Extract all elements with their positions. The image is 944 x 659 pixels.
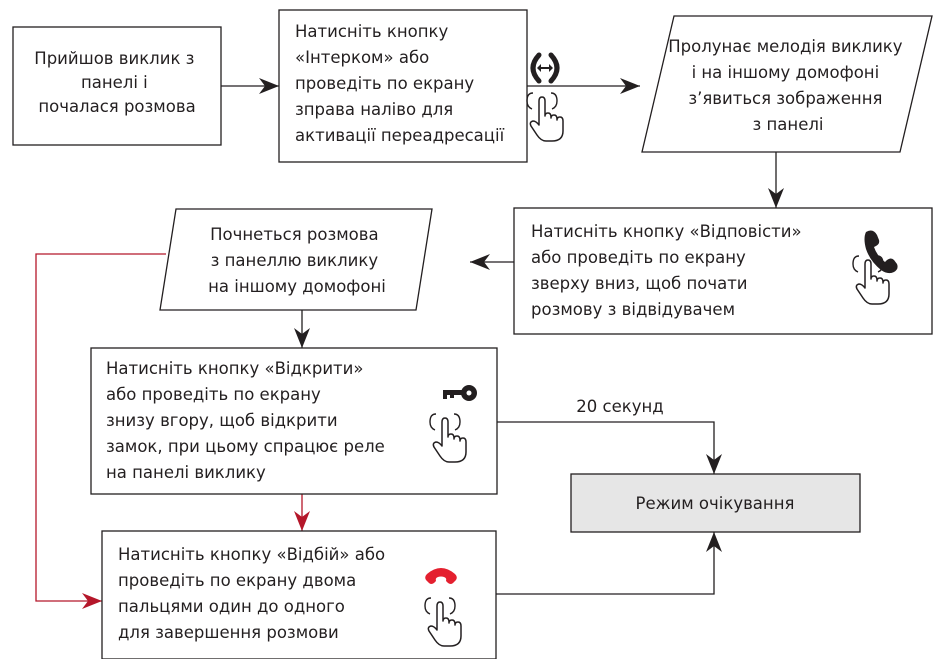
node-open: Натисніть кнопку «Відкрити» або проведіт…: [90, 347, 498, 495]
node-hangup: Натисніть кнопку «Відбій» або проведіть …: [101, 530, 497, 659]
edge-conversation-to-hangup: [35, 253, 166, 609]
node-call-start: Прийшов виклик з панелі і почалася розмо…: [12, 26, 222, 146]
edges: [35, 78, 784, 609]
node-call-start-text: Прийшов виклик з панелі і почалася розмо…: [34, 49, 199, 116]
node-answer: Натисніть кнопку «Відповісти» або провед…: [513, 207, 933, 335]
node-standby: Режим очікування: [570, 473, 861, 533]
transfer-icon: [530, 52, 560, 84]
node-answer-text: Натисніть кнопку «Відповісти» або провед…: [531, 222, 807, 319]
node-melody: Пролунає мелодія виклику і на іншому дом…: [641, 15, 933, 153]
node-intercom: Натисніть кнопку «Інтерком» або проведіт…: [278, 9, 564, 163]
node-intercom-text: Натисніть кнопку «Інтерком» або проведіт…: [295, 22, 505, 145]
node-conversation: Почнеться розмова з панеллю виклику на і…: [159, 208, 433, 311]
end-call-icon: [425, 568, 457, 584]
node-open-text: Натисніть кнопку «Відкрити» або проведіт…: [106, 359, 390, 482]
node-melody-text: Пролунає мелодія виклику і на іншому дом…: [668, 37, 908, 134]
node-standby-text: Режим очікування: [636, 494, 795, 513]
phone-handset-icon: [864, 230, 898, 274]
key-icon: [443, 385, 477, 401]
edge-hangup-to-standby: [496, 532, 722, 595]
edge-label-timeout: 20 секунд: [576, 397, 663, 416]
node-hangup-text: Натисніть кнопку «Відбій» або проведіть …: [118, 545, 390, 642]
node-conversation-text: Почнеться розмова з панеллю виклику на і…: [208, 225, 386, 296]
edge-open-to-standby: [497, 421, 722, 474]
hand-pointer-icon: [526, 92, 564, 142]
